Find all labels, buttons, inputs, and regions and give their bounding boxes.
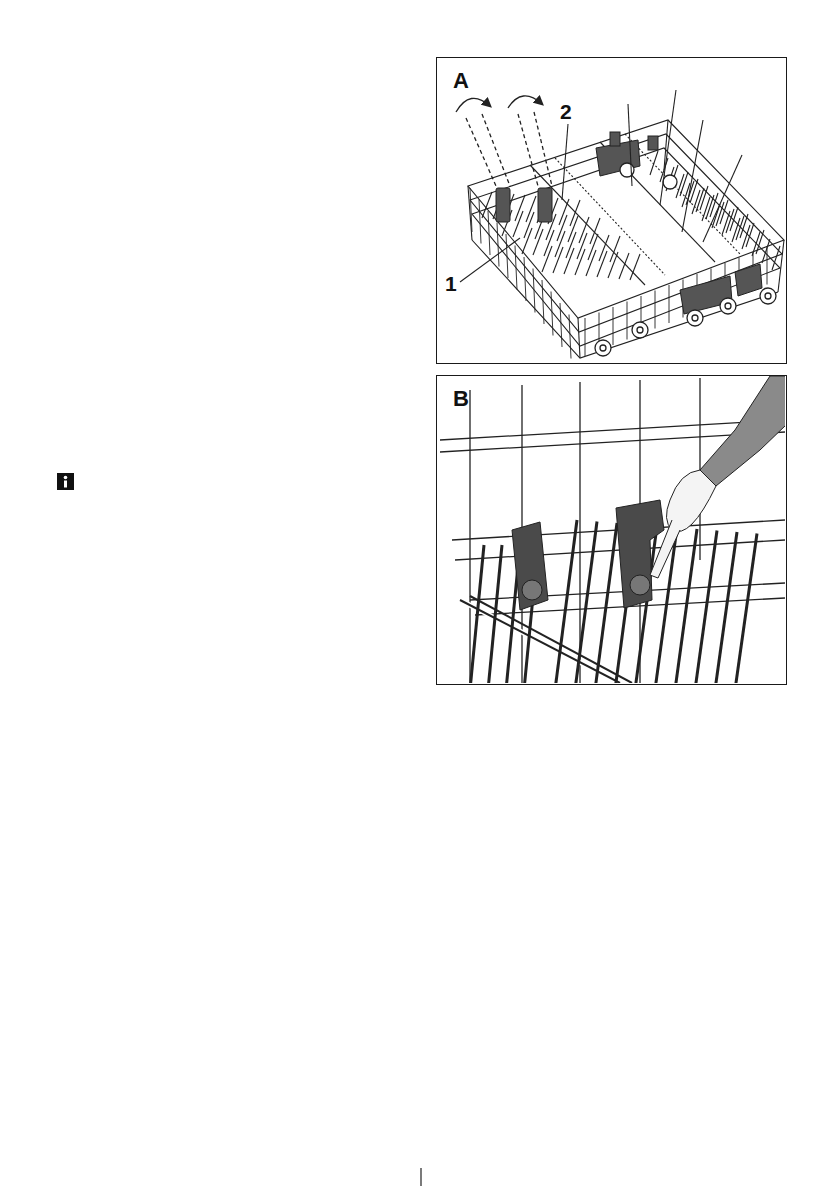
basket-tine [675, 529, 697, 683]
basket-tine [676, 174, 684, 198]
basket-side-wire [560, 303, 562, 347]
basket-tine [575, 249, 585, 275]
basket-tine [542, 246, 552, 272]
basket-tine [555, 231, 565, 257]
basket-tine [522, 228, 532, 254]
basket-b [440, 376, 785, 683]
basket-side-wire [569, 315, 571, 359]
basket-tine [577, 233, 587, 259]
basket-tine [692, 190, 700, 214]
basket-side-wire [627, 302, 628, 340]
basket-tine [559, 199, 569, 225]
basket-tine [526, 196, 536, 222]
basket-tine [619, 253, 629, 279]
basket-side-wire [479, 200, 481, 244]
basket-tine [555, 520, 577, 683]
basket-tine [553, 247, 563, 273]
leader-line [460, 90, 742, 282]
basket-tine [599, 235, 609, 261]
basket-tine [482, 192, 492, 218]
basket-tine [772, 246, 780, 270]
info-icon [57, 473, 74, 490]
basket-tine [650, 151, 658, 175]
page-divider [420, 1168, 421, 1186]
basket-tine [702, 197, 710, 221]
basket-tine [762, 239, 770, 263]
basket-tine [564, 248, 574, 274]
basket-side-wire [613, 307, 614, 345]
basket-tine [586, 250, 596, 276]
basket-side-wire [497, 223, 499, 267]
panel-letter: B [453, 386, 469, 412]
basket-tine [742, 225, 750, 249]
basket-tine [732, 218, 740, 242]
basket-wheel [595, 163, 776, 356]
basket-tine [590, 218, 600, 244]
basket-tine [524, 212, 534, 238]
basket-side-wire [655, 291, 656, 329]
basket-tine [595, 523, 617, 683]
basket-side-wire [515, 246, 517, 290]
basket-tine [722, 211, 730, 235]
figure-panel: B [436, 375, 787, 685]
basket-side-wire [542, 280, 544, 324]
basket-tine [630, 254, 640, 280]
figure-panel: A [436, 57, 787, 364]
basket-tine [488, 545, 502, 683]
basket-tine [579, 217, 589, 243]
basket-side-wire [506, 234, 508, 278]
basket-tine [597, 251, 607, 277]
basket-tine [570, 200, 580, 226]
basket-tine [557, 215, 567, 241]
fold-arrow [456, 96, 552, 186]
rack-clip [496, 132, 762, 314]
basket-tine [568, 216, 578, 242]
basket-side-wire [533, 269, 535, 313]
basket-tine [610, 236, 620, 262]
basket-a [468, 120, 784, 358]
basket-tine [608, 252, 618, 278]
basket-tine [513, 211, 523, 237]
basket-tine [695, 531, 717, 684]
basket-side-wire [551, 292, 553, 336]
callout-number: 2 [558, 101, 574, 122]
basket-tine [470, 545, 484, 683]
basket-tine [575, 522, 597, 684]
basket-side-wire [470, 188, 472, 232]
basket-tine [566, 232, 576, 258]
basket-tine [715, 532, 737, 683]
basket-tine [533, 229, 543, 255]
basket-side-wire [488, 211, 490, 255]
basket-tine [515, 195, 525, 221]
basket-side-wire [767, 247, 768, 285]
basket-side-wire [524, 257, 526, 301]
panel-letter: A [453, 68, 469, 94]
callout-number: 1 [443, 273, 459, 294]
basket-tine [588, 234, 598, 260]
basket-side-wire [585, 318, 586, 356]
basket-side-wires [470, 188, 767, 359]
basket-side-wire [669, 285, 670, 323]
basket-tine [544, 230, 554, 256]
basket-tine [735, 534, 757, 684]
